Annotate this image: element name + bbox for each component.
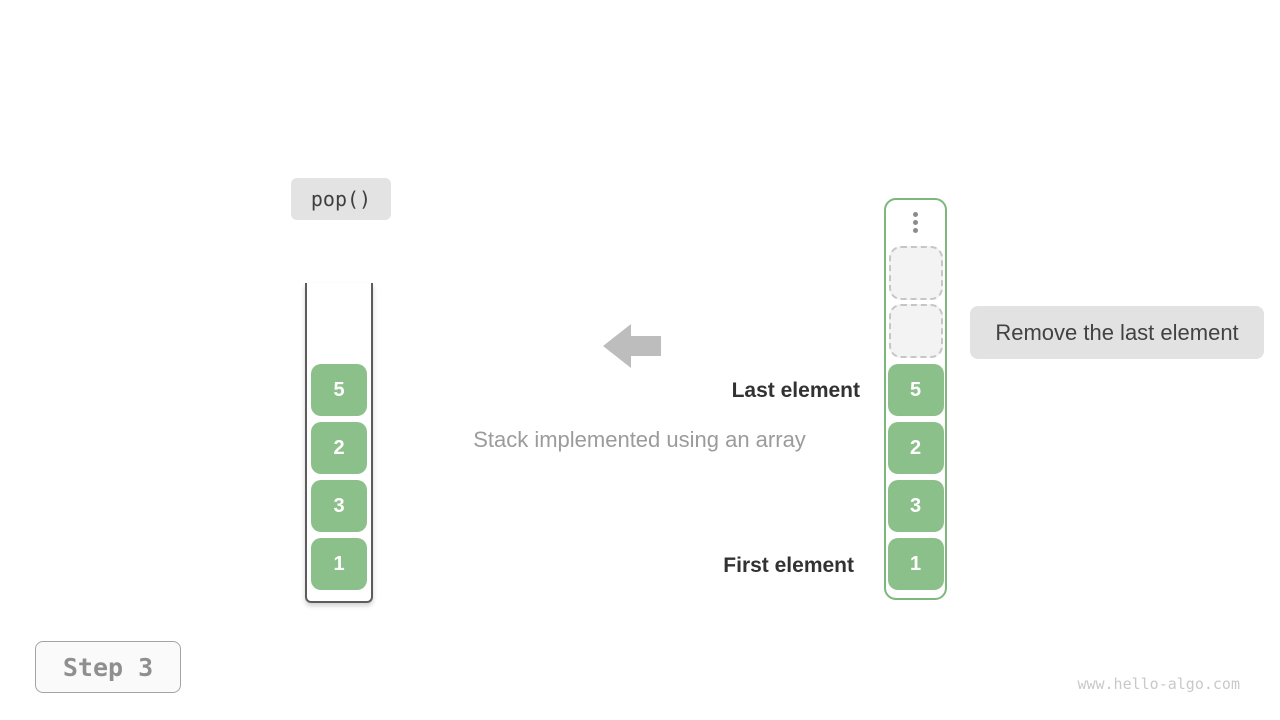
stack-element: 5 [311, 364, 367, 416]
stack-element: 3 [311, 480, 367, 532]
first-element-label: First element [723, 554, 854, 577]
operation-badge: pop() [291, 178, 391, 220]
stack-element: 2 [887, 422, 944, 474]
last-element-label: Last element [731, 379, 860, 402]
step-badge: Step 3 [35, 641, 181, 693]
empty-slot [888, 304, 943, 358]
vertical-ellipsis-icon [913, 212, 918, 233]
arrow-left-icon [603, 324, 661, 368]
annotation-badge: Remove the last element [970, 306, 1264, 359]
diagram-caption: Stack implemented using an array [473, 427, 806, 452]
stack-element: 3 [887, 480, 944, 532]
stack-element: 2 [311, 422, 367, 474]
empty-slot [888, 246, 943, 300]
watermark: www.hello-algo.com [1077, 675, 1240, 693]
stack-element: 1 [887, 538, 944, 590]
stack-container-left: 5 2 3 1 [305, 283, 373, 603]
stack-container-right: 5 2 3 1 [884, 198, 947, 600]
stack-element: 5 [887, 364, 944, 416]
stack-element: 1 [311, 538, 367, 590]
